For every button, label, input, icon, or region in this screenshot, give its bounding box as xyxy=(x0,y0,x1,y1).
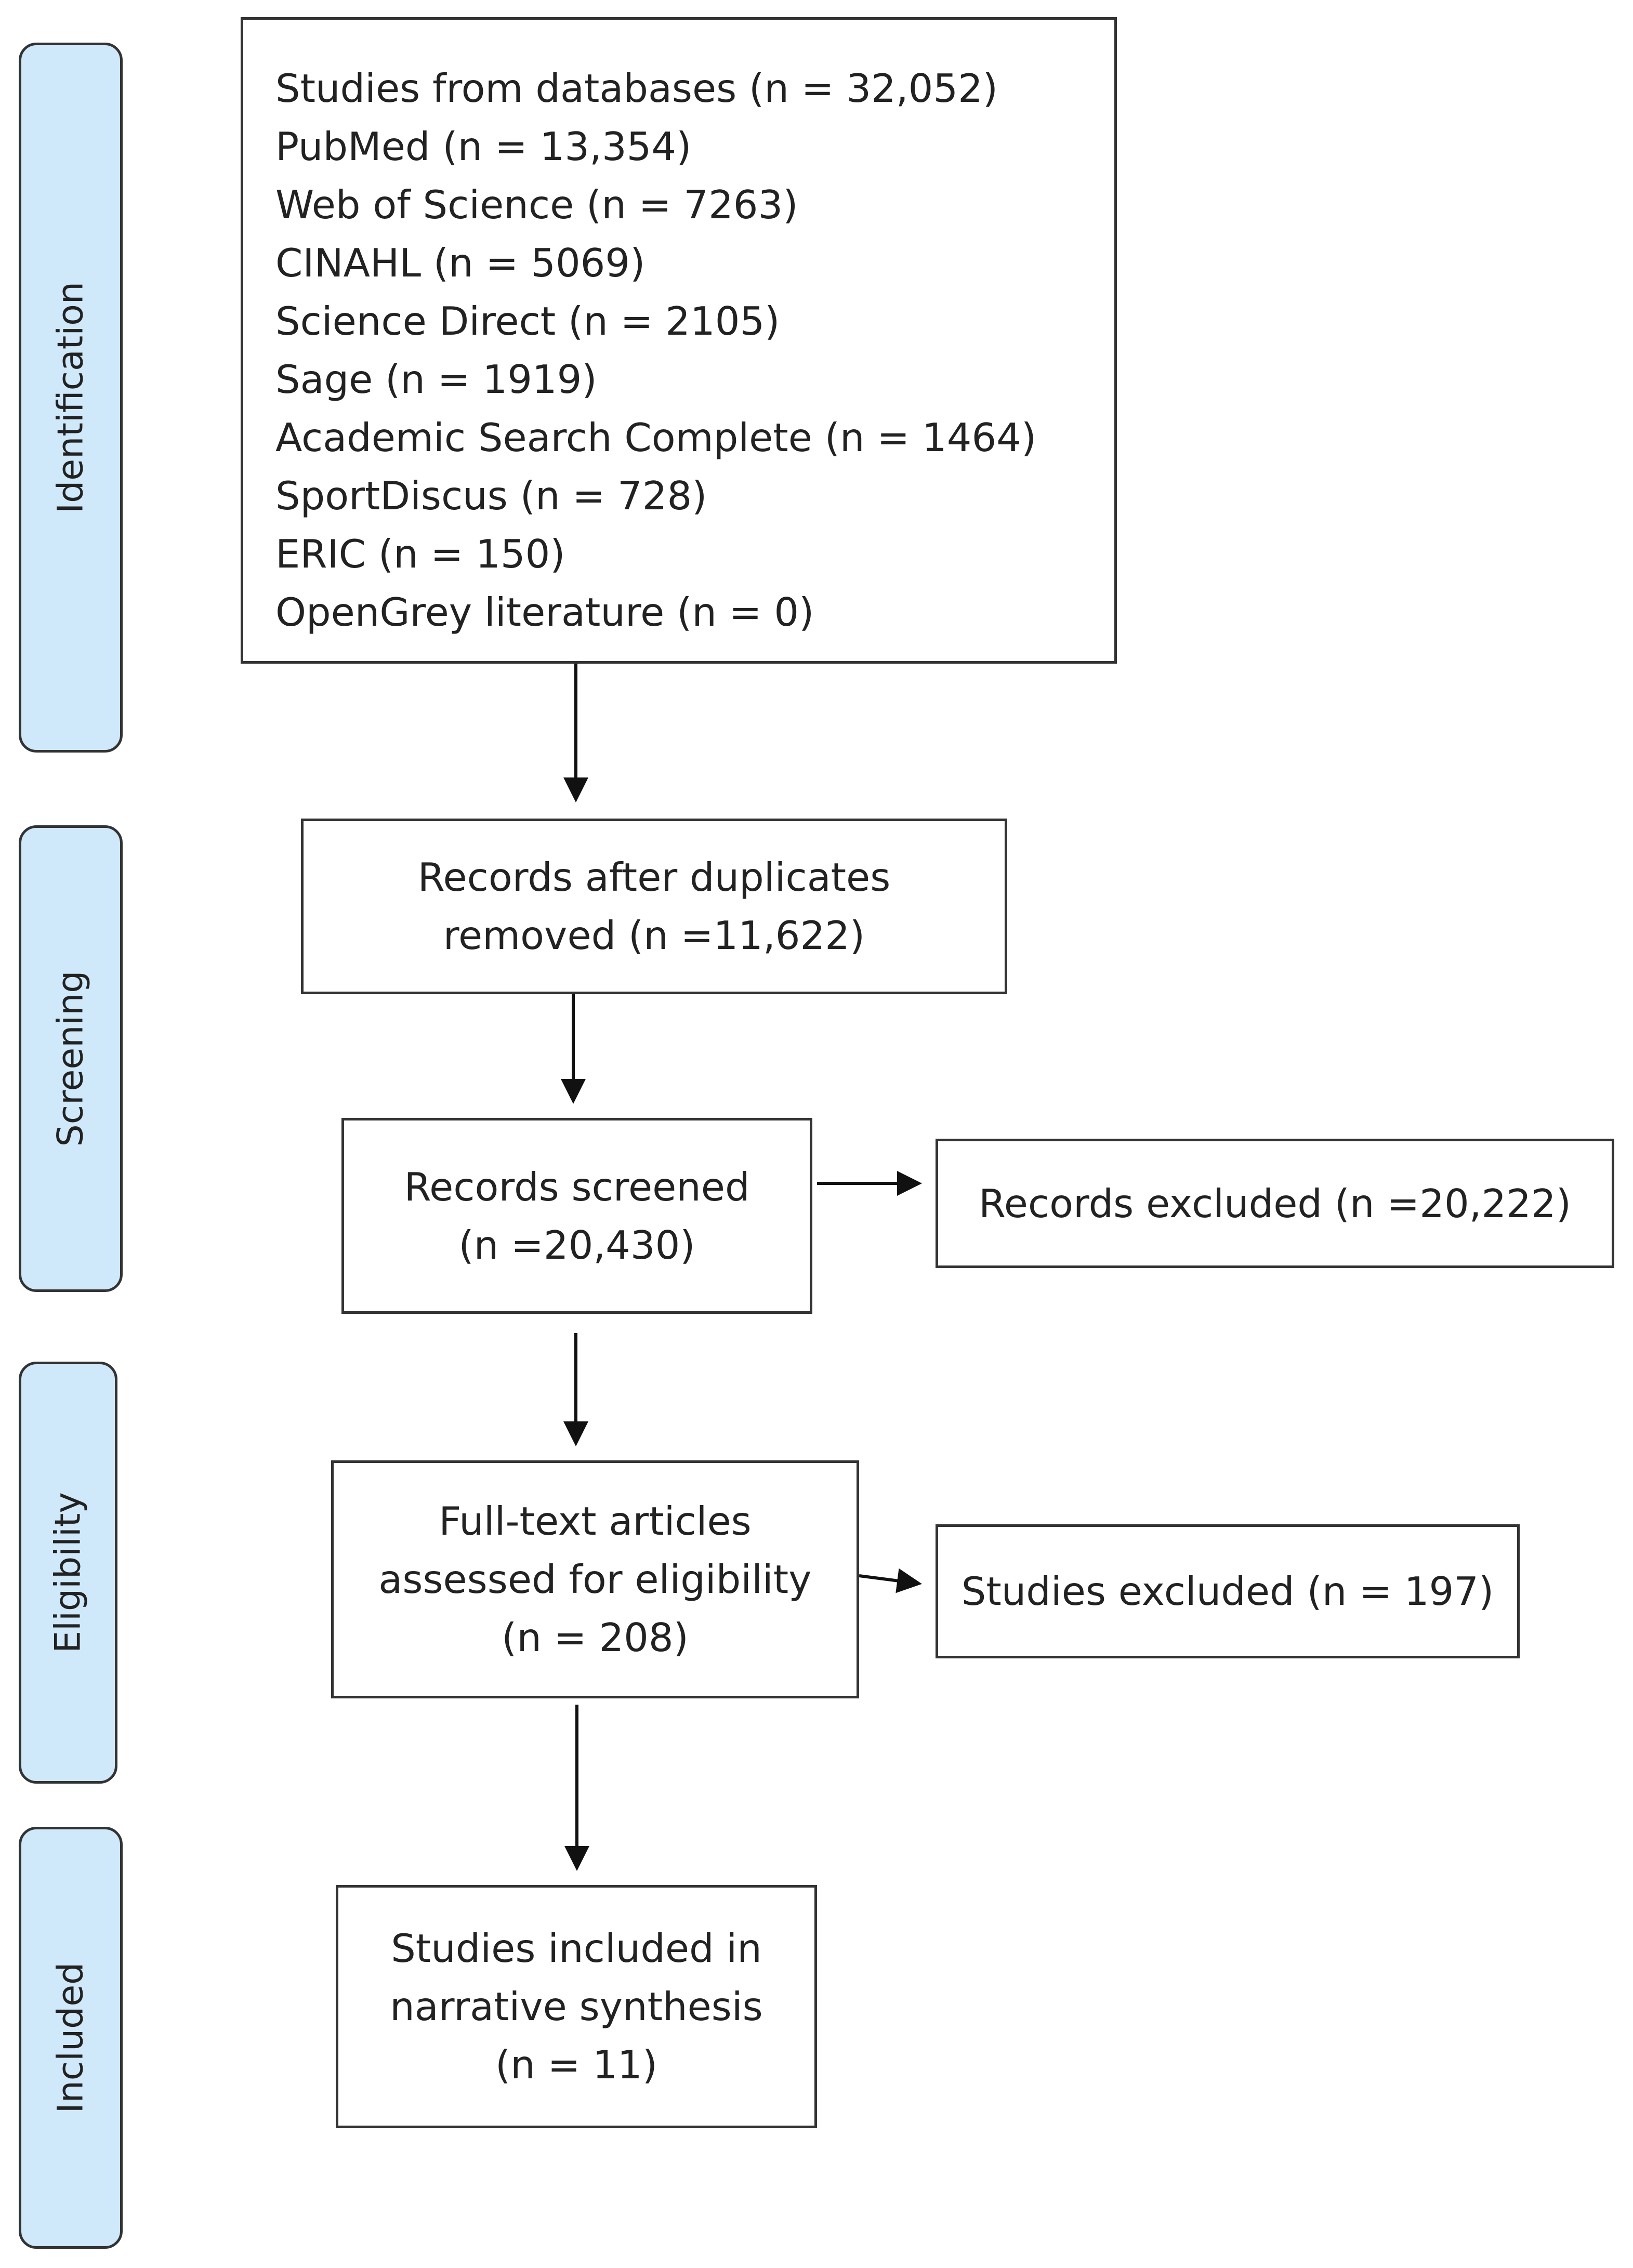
stage-screening: Screening xyxy=(19,825,123,1292)
stage-identification-label: Identification xyxy=(50,282,91,513)
databases-box: Studies from databases (n = 32,052) PubM… xyxy=(241,17,1117,664)
database-item: Sage (n = 1919) xyxy=(275,357,597,402)
records-screened-line: (n =20,430) xyxy=(458,1222,695,1268)
arrow-fulltext-to-excluded xyxy=(859,1568,922,1593)
fulltext-assessed-line: assessed for eligibility xyxy=(378,1557,812,1602)
studies-included-box: Studies included in narrative synthesis … xyxy=(336,1885,817,2128)
stage-eligibility: Eligibility xyxy=(19,1362,117,1784)
stage-included: Included xyxy=(19,1827,123,2249)
database-item: PubMed (n = 13,354) xyxy=(275,124,692,169)
database-item: Web of Science (n = 7263) xyxy=(275,182,798,228)
fulltext-assessed-line: (n = 208) xyxy=(502,1615,689,1660)
records-screened-line: Records screened xyxy=(404,1164,750,1210)
studies-included-line: Studies included in xyxy=(391,1926,762,1971)
database-item: SportDiscus (n = 728) xyxy=(275,473,707,519)
fulltext-assessed-line: Full-text articles xyxy=(439,1498,752,1544)
database-item: Academic Search Complete (n = 1464) xyxy=(275,415,1037,460)
studies-excluded-line: Studies excluded (n = 197) xyxy=(961,1568,1494,1614)
duplicates-removed-line: Records after duplicates xyxy=(417,854,891,900)
database-item: OpenGrey literature (n = 0) xyxy=(275,589,814,635)
stage-identification: Identification xyxy=(19,43,123,753)
records-excluded-box: Records excluded (n =20,222) xyxy=(936,1139,1614,1268)
duplicates-removed-line: removed (n =11,622) xyxy=(443,913,865,958)
databases-heading: Studies from databases (n = 32,052) xyxy=(275,65,998,111)
stage-included-label: Included xyxy=(50,1962,91,2114)
stage-screening-label: Screening xyxy=(50,970,91,1147)
studies-included-line: narrative synthesis xyxy=(390,1984,763,2029)
database-item: CINAHL (n = 5069) xyxy=(275,240,646,286)
fulltext-assessed-box: Full-text articles assessed for eligibil… xyxy=(331,1460,859,1698)
records-screened-box: Records screened (n =20,430) xyxy=(341,1118,812,1314)
records-excluded-line: Records excluded (n =20,222) xyxy=(979,1180,1571,1227)
stage-eligibility-label: Eligibility xyxy=(47,1492,89,1653)
studies-included-line: (n = 11) xyxy=(495,2042,657,2088)
database-item: ERIC (n = 150) xyxy=(275,531,565,577)
duplicates-removed-box: Records after duplicates removed (n =11,… xyxy=(301,819,1007,994)
database-item: Science Direct (n = 2105) xyxy=(275,298,780,344)
studies-excluded-box: Studies excluded (n = 197) xyxy=(936,1524,1520,1658)
